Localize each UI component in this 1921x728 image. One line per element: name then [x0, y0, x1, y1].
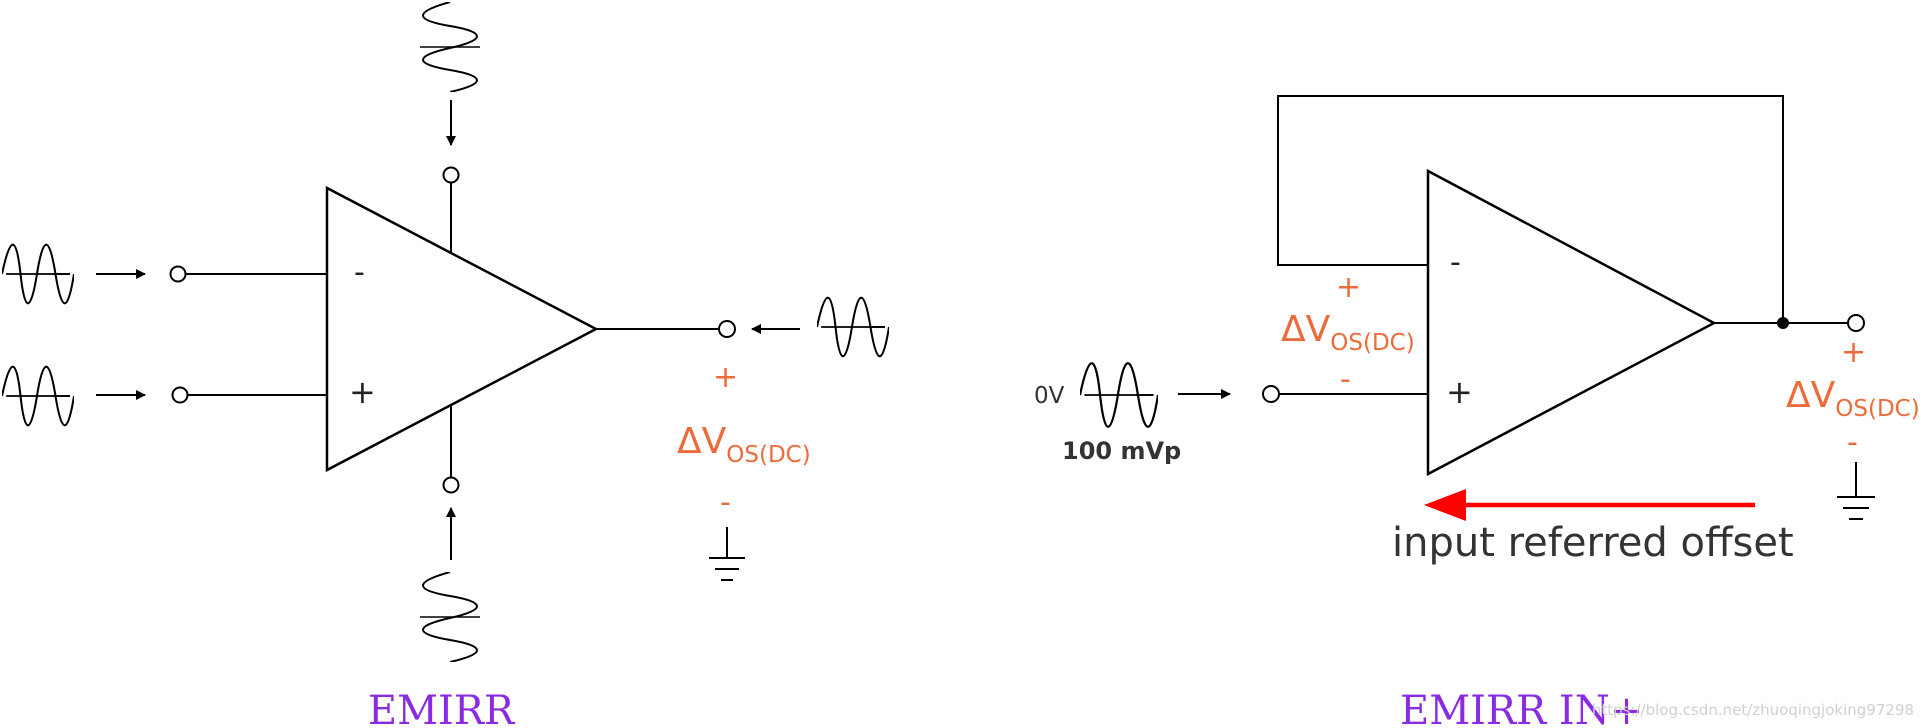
feedback-minus-sign: - — [1340, 362, 1351, 397]
opamp-triangle — [325, 185, 599, 473]
positive-supply-terminal — [442, 166, 460, 184]
output-plus-sign: + — [1841, 335, 1866, 370]
noninverting-input-terminal — [171, 386, 189, 404]
feedback-wire — [1277, 95, 1784, 323]
noninverting-input-sign: + — [1446, 373, 1473, 411]
input-referred-offset-label: input referred offset — [1392, 520, 1794, 566]
right-diagram: - + + ΔVOS(DC) - 0V 100 mVp + ΔVOS(DC) - — [1034, 95, 1920, 728]
output-terminal — [1847, 314, 1865, 332]
feedback-plus-sign: + — [1336, 270, 1361, 305]
watermark: https://blog.csdn.net/zhuoqingjoking9729… — [1592, 701, 1914, 719]
sine-wave-icon — [2, 243, 74, 305]
sine-wave-icon — [420, 2, 480, 92]
junction-dot — [1777, 317, 1789, 329]
noninverting-input-terminal — [1262, 385, 1280, 403]
inverting-input-terminal — [169, 265, 187, 283]
output-offset-label: ΔVOS(DC) — [677, 421, 811, 468]
output-plus-sign: + — [713, 360, 738, 395]
inverting-input-sign: - — [1450, 245, 1461, 280]
sine-wave-icon — [2, 365, 74, 427]
ground-icon — [709, 527, 745, 581]
left-diagram-caption: EMIRR — [368, 688, 516, 728]
sine-wave-icon — [1080, 362, 1158, 428]
opamp-triangle — [1426, 168, 1717, 477]
left-diagram: - + + ΔVOS(DC) - — [2, 2, 889, 728]
inverting-input-sign: - — [354, 255, 365, 290]
feedback-offset-label: ΔVOS(DC) — [1281, 309, 1415, 356]
sine-wave-icon — [817, 296, 889, 358]
ground-icon — [1837, 462, 1875, 520]
source-amplitude-label: 100 mVp — [1062, 437, 1181, 465]
output-terminal — [718, 320, 736, 338]
noninverting-input-sign: + — [349, 373, 376, 411]
output-minus-sign: - — [1847, 425, 1858, 460]
source-dc-label: 0V — [1034, 383, 1065, 409]
output-minus-sign: - — [720, 485, 731, 520]
input-referred-arrow — [1424, 489, 1755, 521]
negative-supply-terminal — [442, 476, 460, 494]
right-diagram-caption: EMIRR IN+ — [1400, 688, 1643, 728]
output-offset-label: ΔVOS(DC) — [1786, 375, 1920, 422]
sine-wave-icon — [420, 572, 480, 662]
